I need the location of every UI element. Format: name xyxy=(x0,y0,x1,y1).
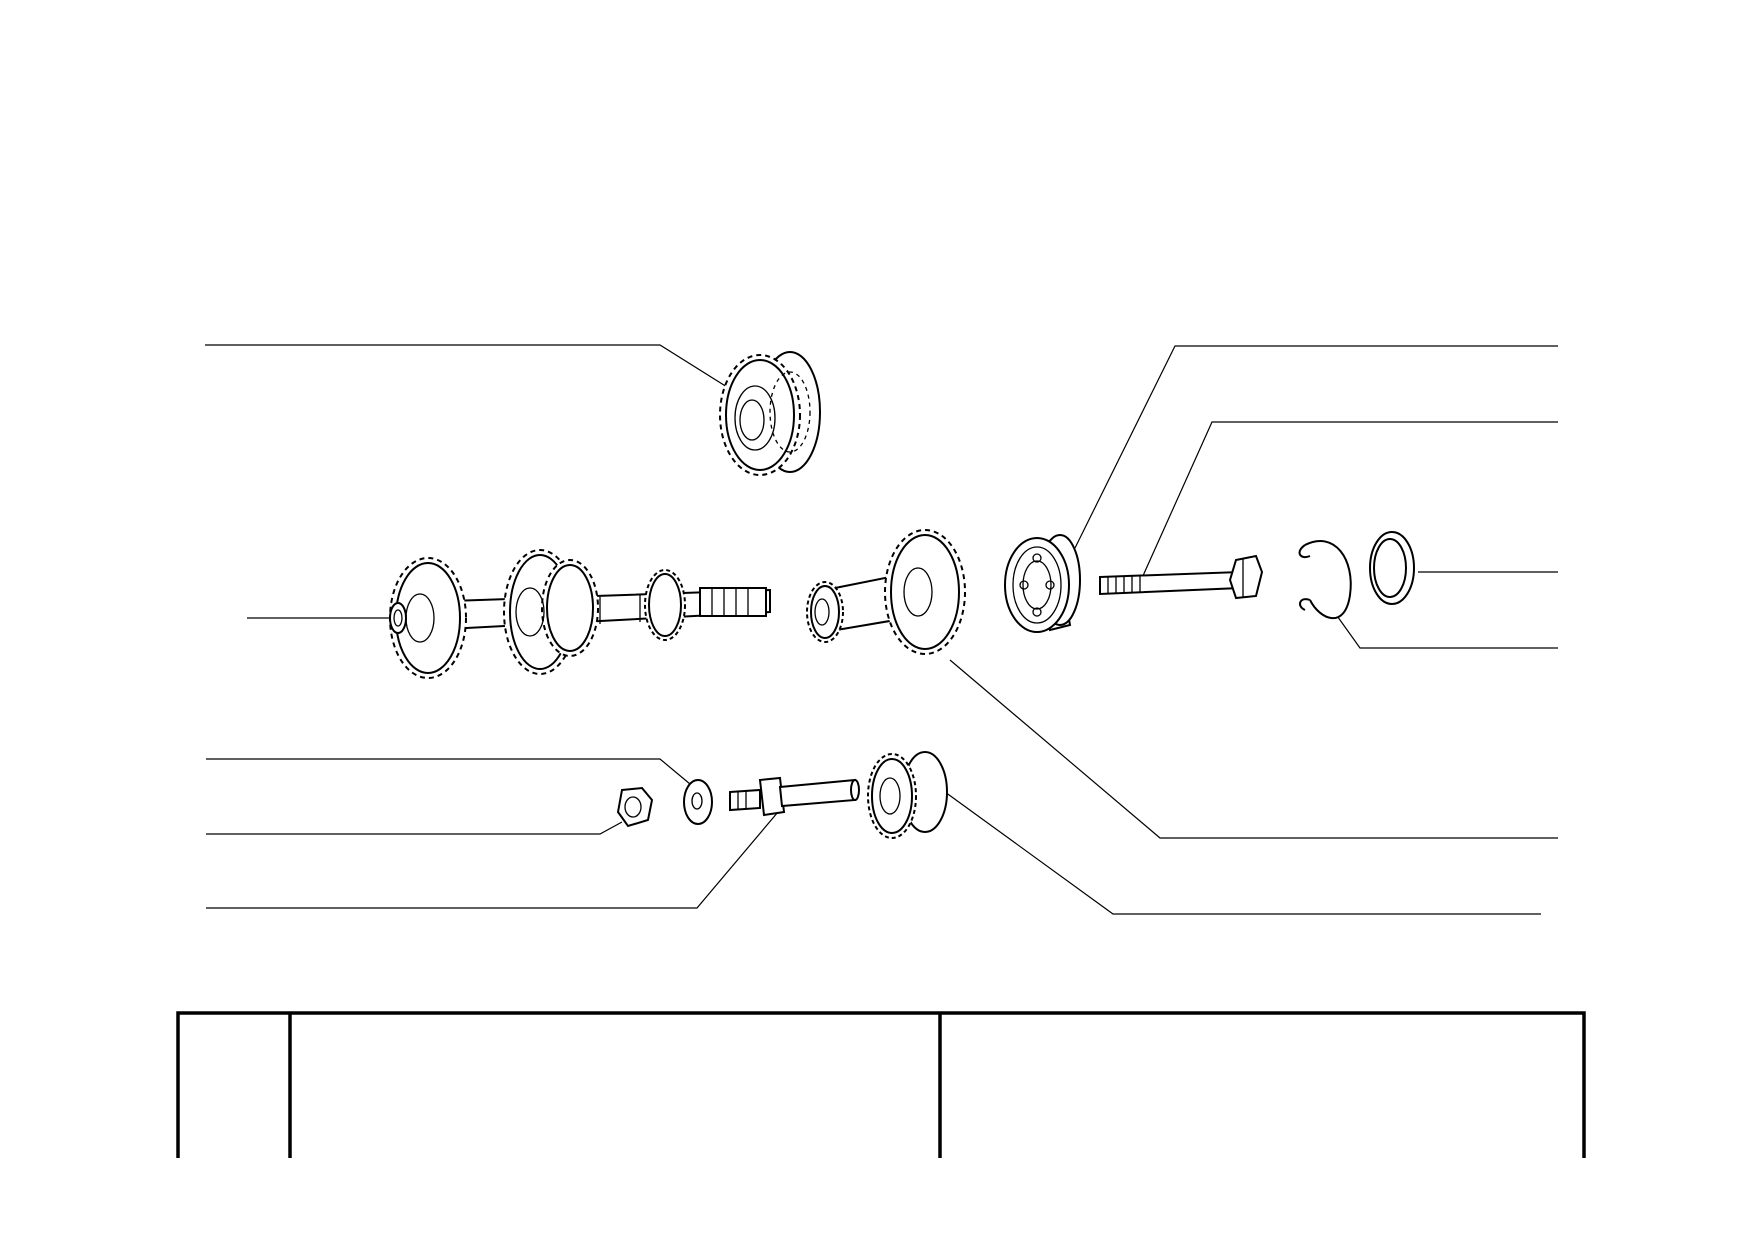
title-block-cell-3 xyxy=(944,1020,1580,1150)
leader-stud-shaft xyxy=(206,811,779,909)
main-shaft-with-gears xyxy=(389,549,771,679)
countershaft-gear xyxy=(806,529,966,655)
leader-countershaft-gear xyxy=(949,659,1558,839)
leader-lines xyxy=(205,344,1558,915)
washer xyxy=(683,779,713,825)
leader-washer xyxy=(206,758,691,785)
leader-circlip xyxy=(1334,612,1558,649)
leader-idler-gear xyxy=(944,791,1541,915)
leader-gear-cluster-top xyxy=(205,344,736,393)
title-block-cell-1 xyxy=(182,1020,286,1150)
nut xyxy=(616,786,654,828)
bolt xyxy=(1099,554,1264,600)
title-block-cell-2 xyxy=(294,1020,936,1150)
stud-shaft xyxy=(729,776,860,817)
leader-ball-bearing xyxy=(1074,345,1558,549)
ball-bearing xyxy=(1004,534,1081,633)
leader-bolt xyxy=(1141,421,1558,579)
gear-cluster-top xyxy=(719,351,821,476)
title-block xyxy=(176,1011,1586,1158)
spacer-ring xyxy=(1369,531,1415,605)
idler-gear xyxy=(867,751,948,839)
circlip xyxy=(1298,540,1352,620)
leader-nut xyxy=(206,821,623,835)
